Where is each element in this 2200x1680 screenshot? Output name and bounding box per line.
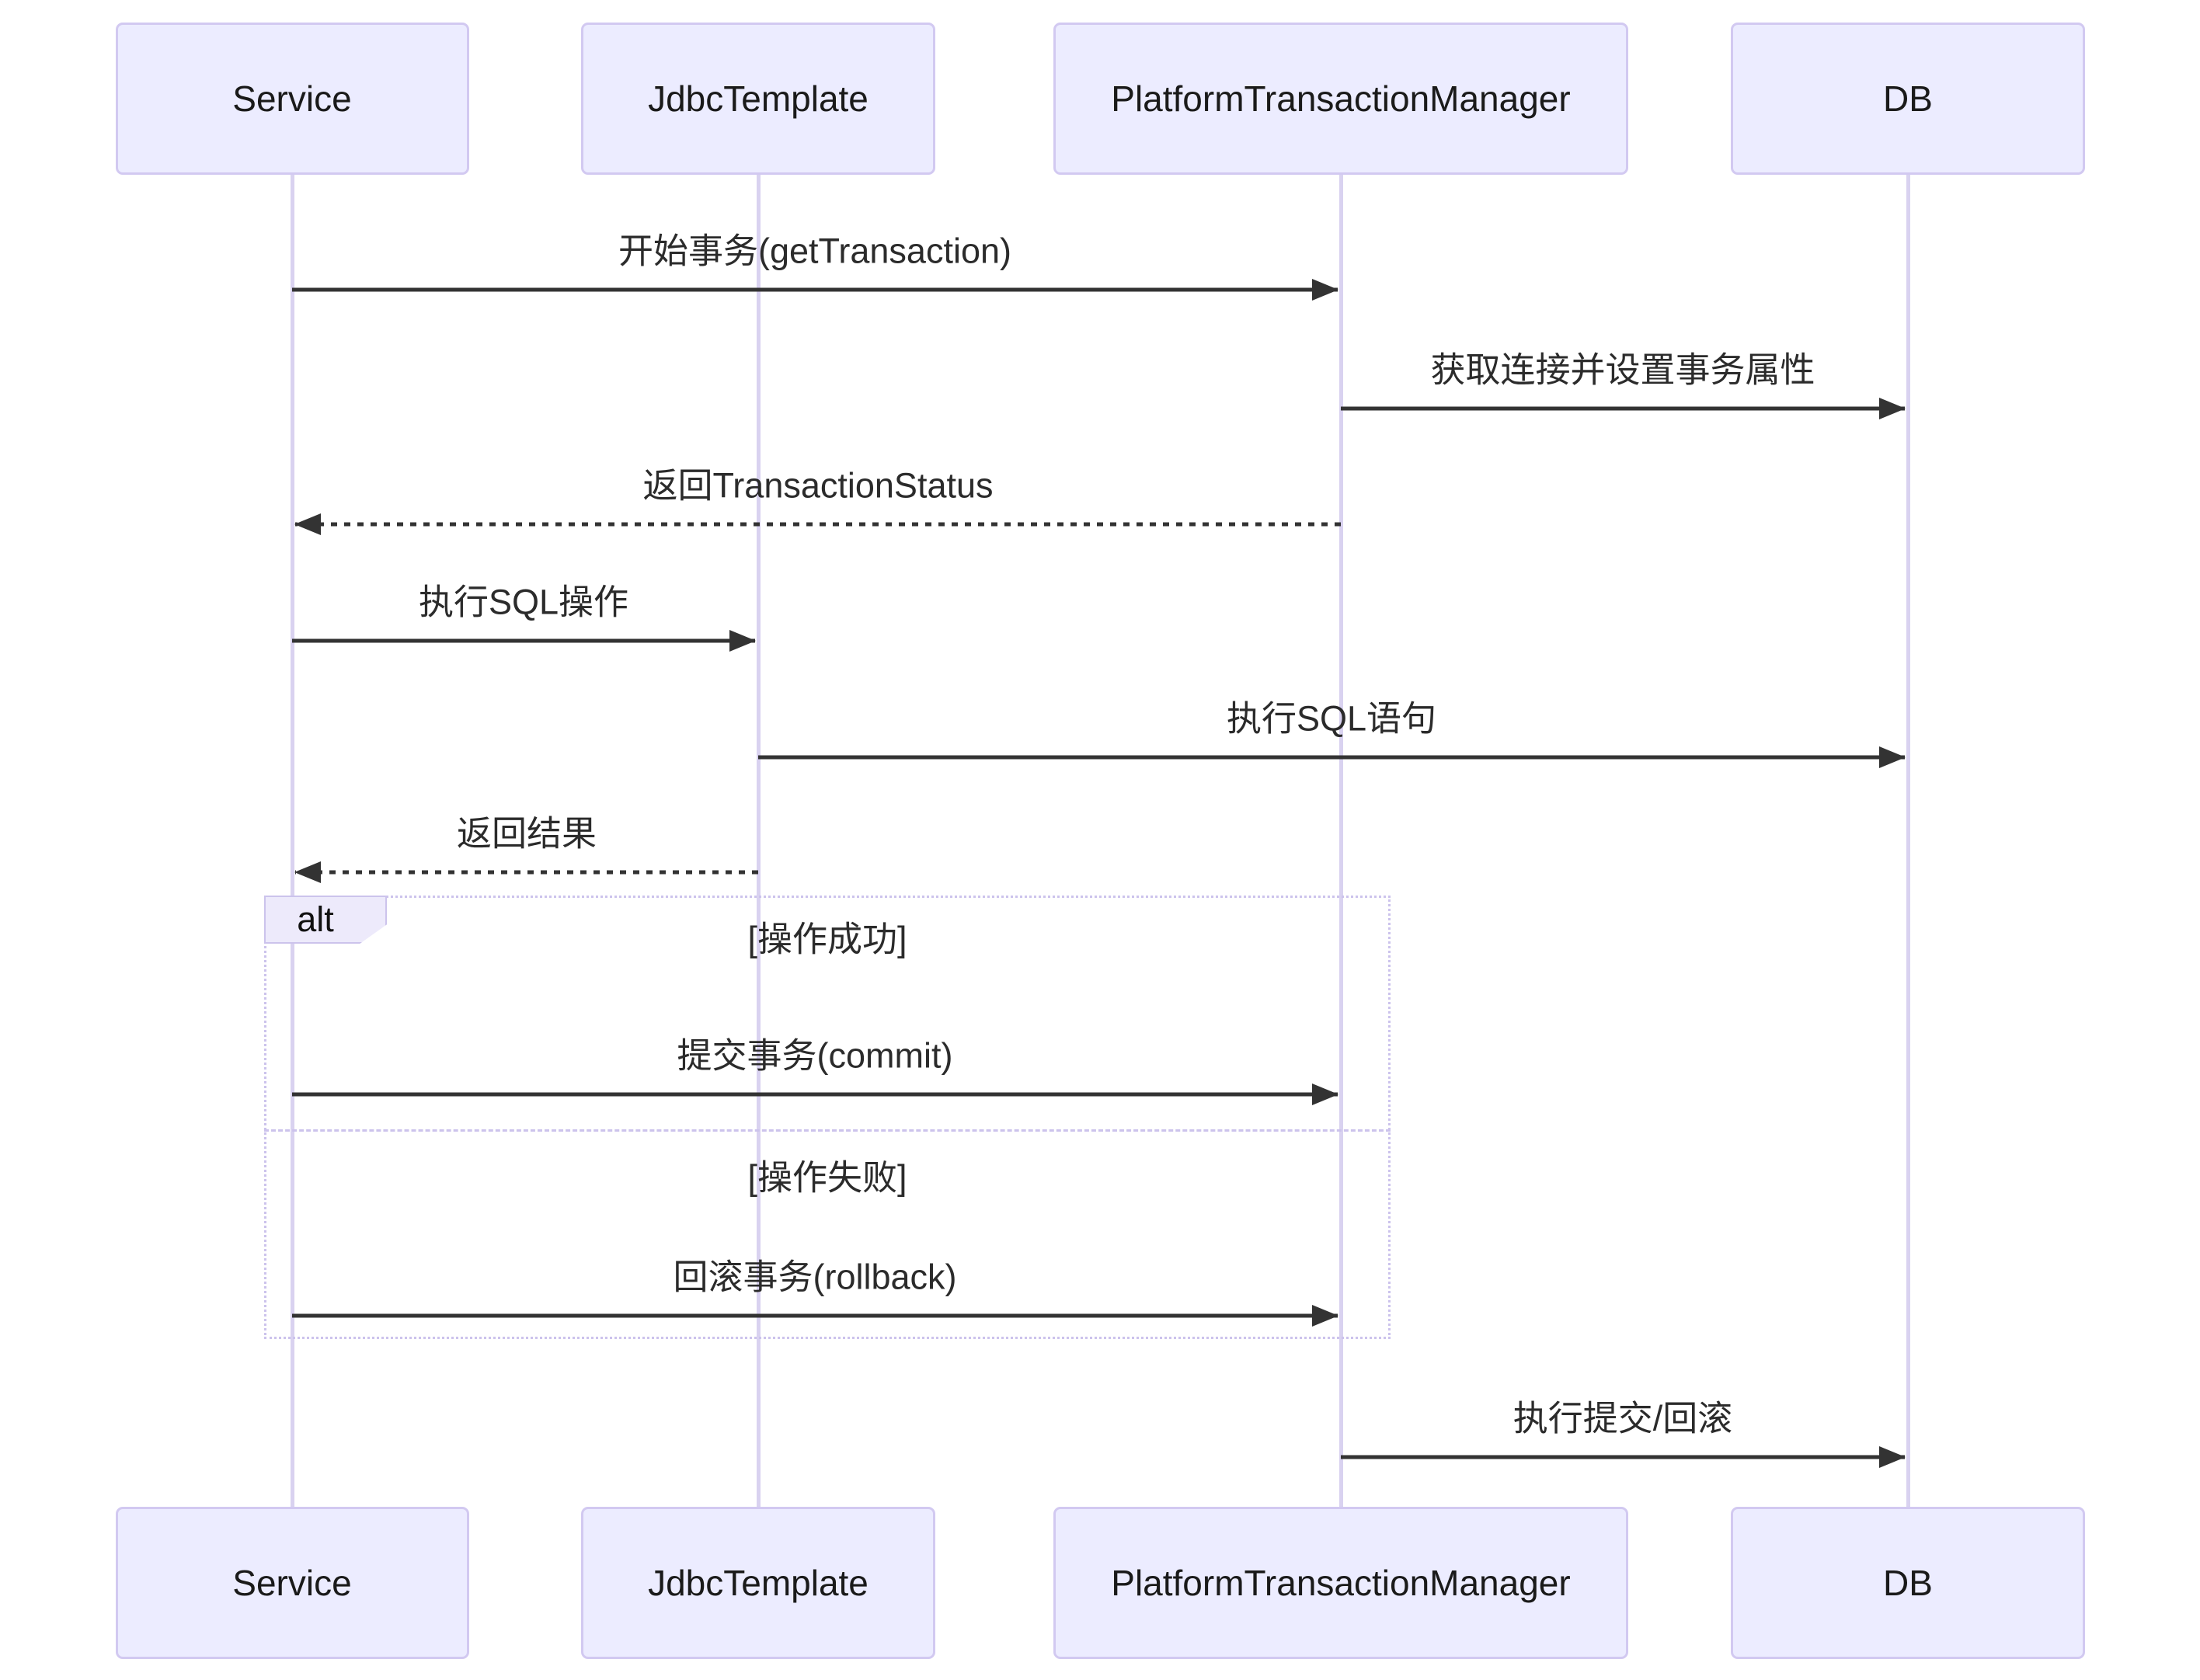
alt-condition-label: [操作成功] xyxy=(747,919,907,959)
participant-box-top-service: Service xyxy=(115,23,469,175)
participant-box-top-ptm: PlatformTransactionManager xyxy=(1053,23,1628,175)
message-label: 执行提交/回滚 xyxy=(1512,1398,1733,1438)
participant-box-top-jdbc: JdbcTemplate xyxy=(581,23,935,175)
alt-divider xyxy=(264,1129,1391,1132)
message-label: 返回TransactionStatus xyxy=(642,465,994,506)
lifeline-jdbc xyxy=(757,174,761,1508)
message-label: 返回结果 xyxy=(456,813,597,854)
message-label: 执行SQL语句 xyxy=(1226,698,1437,739)
lifeline-service xyxy=(291,174,294,1508)
alt-condition-label: [操作失败] xyxy=(747,1157,907,1198)
message-label: 开始事务(getTransaction) xyxy=(618,231,1011,271)
message-label: 获取连接并设置事务属性 xyxy=(1430,350,1815,390)
lifeline-db xyxy=(1906,174,1910,1508)
participant-box-bottom-service: Service xyxy=(115,1507,469,1659)
participant-box-bottom-jdbc: JdbcTemplate xyxy=(581,1507,935,1659)
message-label: 回滚事务(rollback) xyxy=(673,1257,957,1297)
message-label: 提交事务(commit) xyxy=(677,1035,953,1076)
lifeline-ptm xyxy=(1339,174,1343,1508)
alt-label: alt xyxy=(264,896,387,944)
participant-box-bottom-db: DB xyxy=(1731,1507,2085,1659)
message-label: 执行SQL操作 xyxy=(418,582,629,622)
participant-box-top-db: DB xyxy=(1731,23,2085,175)
participant-box-bottom-ptm: PlatformTransactionManager xyxy=(1053,1507,1628,1659)
alt-frame xyxy=(264,896,1391,1339)
